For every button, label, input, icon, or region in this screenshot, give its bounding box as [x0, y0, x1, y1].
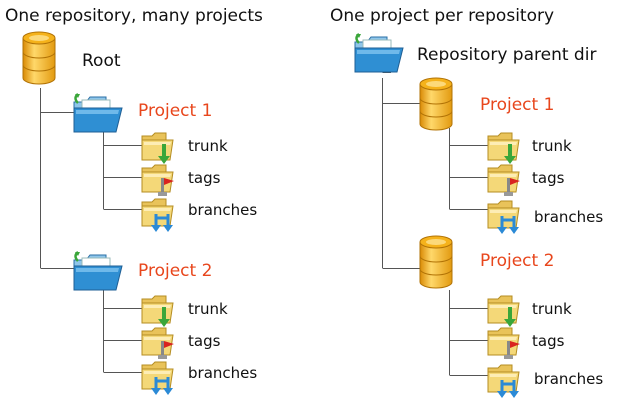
right-p2-tags-folder-icon	[487, 327, 520, 359]
right-p2-trunk-folder-icon	[487, 295, 520, 327]
root-database-icon	[22, 31, 56, 85]
left-p1-branches-folder-icon	[141, 198, 174, 232]
left-diagram-title: One repository, many projects	[5, 6, 263, 26]
right-p2-tags-label: tags	[532, 332, 565, 350]
root-label: Root	[82, 51, 121, 71]
left-project-1-folder-icon	[73, 93, 123, 133]
right-diagram-title: One project per repository	[330, 6, 555, 26]
left-project-1-label: Project 1	[138, 101, 213, 121]
left-p1-branches-label: branches	[188, 201, 258, 219]
left-p1-tags-label: tags	[188, 169, 221, 187]
right-p1-trunk-label: trunk	[532, 137, 572, 155]
right-p2-trunk-label: trunk	[532, 300, 572, 318]
left-p1-tags-folder-icon	[141, 164, 174, 196]
right-project-2-label: Project 2	[480, 251, 555, 271]
right-project-2-database-icon	[419, 235, 453, 289]
left-p2-tags-label: tags	[188, 332, 221, 350]
left-project-2-label: Project 2	[138, 261, 213, 281]
right-p2-branches-label: branches	[534, 370, 604, 388]
left-p2-trunk-folder-icon	[141, 295, 174, 327]
right-p1-trunk-folder-icon	[487, 132, 520, 164]
right-p1-branches-label: branches	[534, 208, 604, 226]
repository-parent-label: Repository parent dir	[417, 45, 597, 65]
right-project-1-database-icon	[419, 77, 453, 131]
left-p2-trunk-label: trunk	[188, 300, 228, 318]
left-p2-tags-folder-icon	[141, 327, 174, 359]
left-p2-branches-folder-icon	[141, 361, 174, 395]
repository-parent-folder-icon	[354, 33, 404, 73]
right-p1-tags-label: tags	[532, 169, 565, 187]
left-p2-branches-label: branches	[188, 364, 258, 382]
left-project-2-folder-icon	[73, 251, 123, 291]
right-project-1-label: Project 1	[480, 95, 555, 115]
right-p2-branches-folder-icon	[487, 364, 520, 398]
left-p1-trunk-folder-icon	[141, 132, 174, 164]
left-p1-trunk-label: trunk	[188, 137, 228, 155]
right-p1-tags-folder-icon	[487, 164, 520, 196]
right-p1-branches-folder-icon	[487, 200, 520, 234]
